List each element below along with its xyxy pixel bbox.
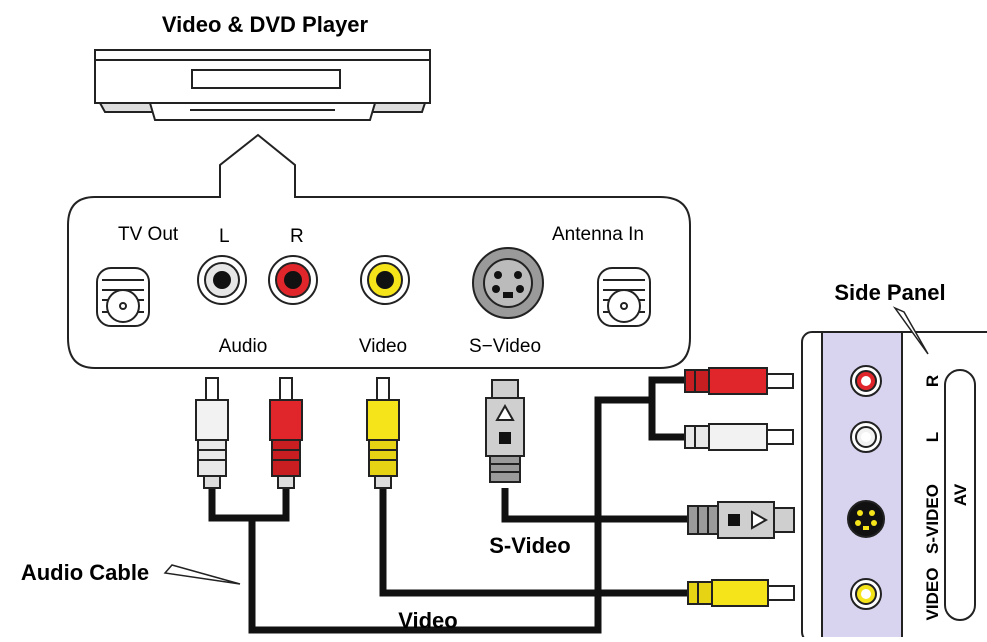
audio-l-jack-icon — [197, 255, 247, 305]
audio-l-plug-icon — [195, 377, 229, 489]
side-av-label: AV — [951, 483, 970, 506]
audio-cable-pointer — [163, 564, 241, 585]
dvd-player-icon — [94, 49, 431, 121]
side-panel — [801, 331, 987, 642]
side-panel-pointer — [892, 306, 929, 355]
tv-out-label: TV Out — [118, 224, 179, 245]
side-video-plug-icon — [687, 579, 795, 607]
audio-label: Audio — [219, 336, 268, 357]
s-video-cable-label: S-Video — [489, 533, 571, 558]
antenna-in-coax-jack-icon — [597, 267, 651, 327]
side-panel-label: Side Panel — [834, 280, 945, 305]
side-audio-l-jack-icon — [850, 421, 882, 453]
video-jack-icon — [360, 255, 410, 305]
side-s-video-jack-icon — [847, 500, 885, 538]
s-video-cable — [501, 488, 688, 523]
audio-l-label: L — [219, 226, 230, 247]
side-audio-l-plug-icon — [684, 423, 794, 451]
video-plug-icon — [366, 377, 400, 489]
s-video-plug-icon — [485, 379, 525, 483]
side-video-label: VIDEO — [923, 568, 942, 621]
diagram-title: Video & DVD Player — [162, 12, 369, 37]
audio-r-jack-icon — [268, 255, 318, 305]
side-audio-r-jack-icon — [850, 365, 882, 397]
video-label: Video — [359, 336, 407, 357]
audio-cable-label: Audio Cable — [21, 560, 149, 585]
antenna-in-label: Antenna In — [552, 224, 644, 245]
side-r-label: R — [923, 375, 942, 387]
side-video-jack-icon — [850, 578, 882, 610]
player-back-panel — [67, 133, 691, 369]
video-cable-label: Video — [398, 608, 458, 633]
video-cable — [379, 488, 688, 597]
audio-r-label: R — [290, 226, 304, 247]
audio-cable-red-branch — [648, 400, 685, 441]
audio-cable-white — [208, 376, 685, 634]
side-audio-r-plug-icon — [684, 367, 794, 395]
side-s-video-label: S-VIDEO — [923, 484, 942, 554]
tv-out-coax-jack-icon — [96, 267, 150, 327]
audio-cable-red — [252, 488, 290, 522]
cables — [208, 376, 688, 634]
s-video-jack-icon — [472, 247, 544, 319]
side-s-video-plug-icon — [687, 501, 795, 539]
side-l-label: L — [923, 432, 942, 442]
s-video-label: S−Video — [469, 336, 541, 357]
audio-r-plug-icon — [269, 377, 303, 489]
